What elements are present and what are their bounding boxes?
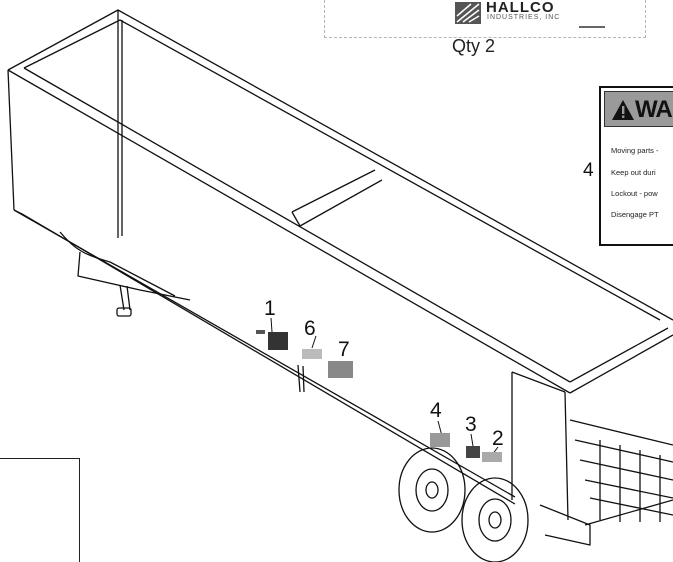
inset-frame	[0, 458, 80, 562]
trailer-inner-rim	[23, 19, 661, 321]
warning-title: WA	[635, 96, 673, 123]
decal-4	[430, 433, 450, 447]
callout-2: 2	[492, 427, 504, 450]
trailer-top-rim	[7, 9, 673, 321]
warning-line: Keep out duri	[611, 168, 656, 177]
warning-header: WA	[604, 91, 673, 127]
logo-underline	[579, 26, 605, 28]
callout-3: 3	[465, 413, 477, 436]
warning-line: Moving parts -	[611, 146, 659, 155]
decal-6	[302, 349, 322, 359]
front-wheel	[398, 447, 466, 533]
logo-name: HALLCO	[486, 0, 555, 16]
decal-3	[466, 446, 480, 458]
hallco-logo-panel: HALLCO INDUSTRIES, INC	[324, 0, 646, 38]
logo-subtitle: INDUSTRIES, INC	[487, 14, 561, 21]
callout-1: 1	[264, 297, 276, 320]
warning-line: Lockout - pow	[611, 189, 658, 198]
callout-4-warning: 4	[583, 160, 594, 181]
decal-1	[268, 332, 288, 350]
qty-label: Qty 2	[452, 36, 496, 56]
decal-7	[328, 361, 353, 378]
callout-7: 7	[338, 338, 350, 361]
warning-triangle-icon	[612, 100, 634, 120]
callout-6: 6	[304, 317, 316, 340]
rear-wheel	[461, 477, 529, 562]
warning-decal: WA Moving parts - Keep out duri Lockout …	[599, 86, 673, 246]
callout-4: 4	[430, 399, 442, 422]
warning-line: Disengage PT	[611, 210, 659, 219]
decal-2	[482, 452, 502, 462]
hallco-logo-icon	[455, 2, 481, 24]
